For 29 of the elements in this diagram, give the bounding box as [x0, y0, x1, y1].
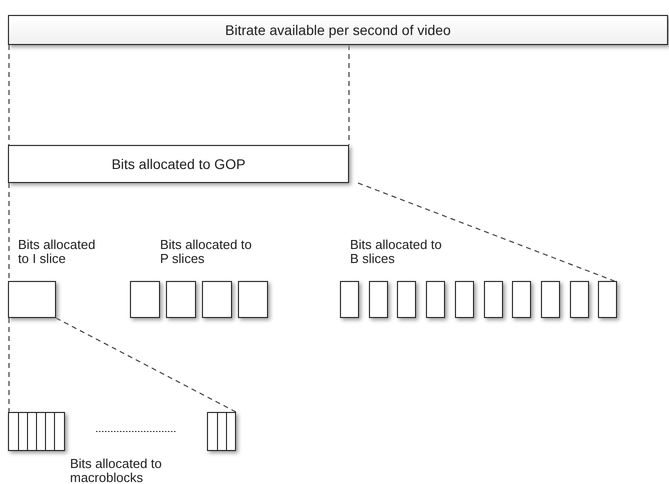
slice-box	[512, 281, 532, 318]
group-label: Bits allocated to I slice	[18, 238, 96, 266]
slice-box	[166, 281, 196, 318]
group-label: Bits allocated to macroblocks	[70, 457, 163, 484]
slice-box	[598, 281, 618, 318]
group-label: Bits allocated to P slices	[160, 238, 253, 266]
slice-box	[397, 281, 416, 318]
title-bar: Bitrate available per second of video	[8, 15, 668, 45]
slice-box	[540, 281, 560, 318]
slice-box	[340, 281, 359, 318]
projection-line	[348, 44, 350, 146]
projection-line	[358, 182, 615, 282]
slice-box	[426, 281, 446, 318]
slice-box	[570, 281, 589, 318]
group-label: Bits allocated to B slices	[350, 238, 443, 266]
allocation-box: Bits allocated to GOP	[8, 145, 349, 183]
projection-line	[8, 318, 10, 412]
slice-box	[238, 281, 268, 318]
dotted-line	[96, 431, 176, 432]
slice-box	[484, 281, 502, 318]
projection-line	[8, 44, 10, 146]
projection-line	[56, 318, 236, 412]
slice-box	[8, 281, 56, 318]
slice-box	[368, 281, 388, 318]
slice-box	[454, 281, 474, 318]
macroblock-group	[207, 412, 236, 451]
macroblock-group	[8, 412, 65, 451]
slice-box	[202, 281, 232, 318]
slice-box	[130, 281, 160, 318]
